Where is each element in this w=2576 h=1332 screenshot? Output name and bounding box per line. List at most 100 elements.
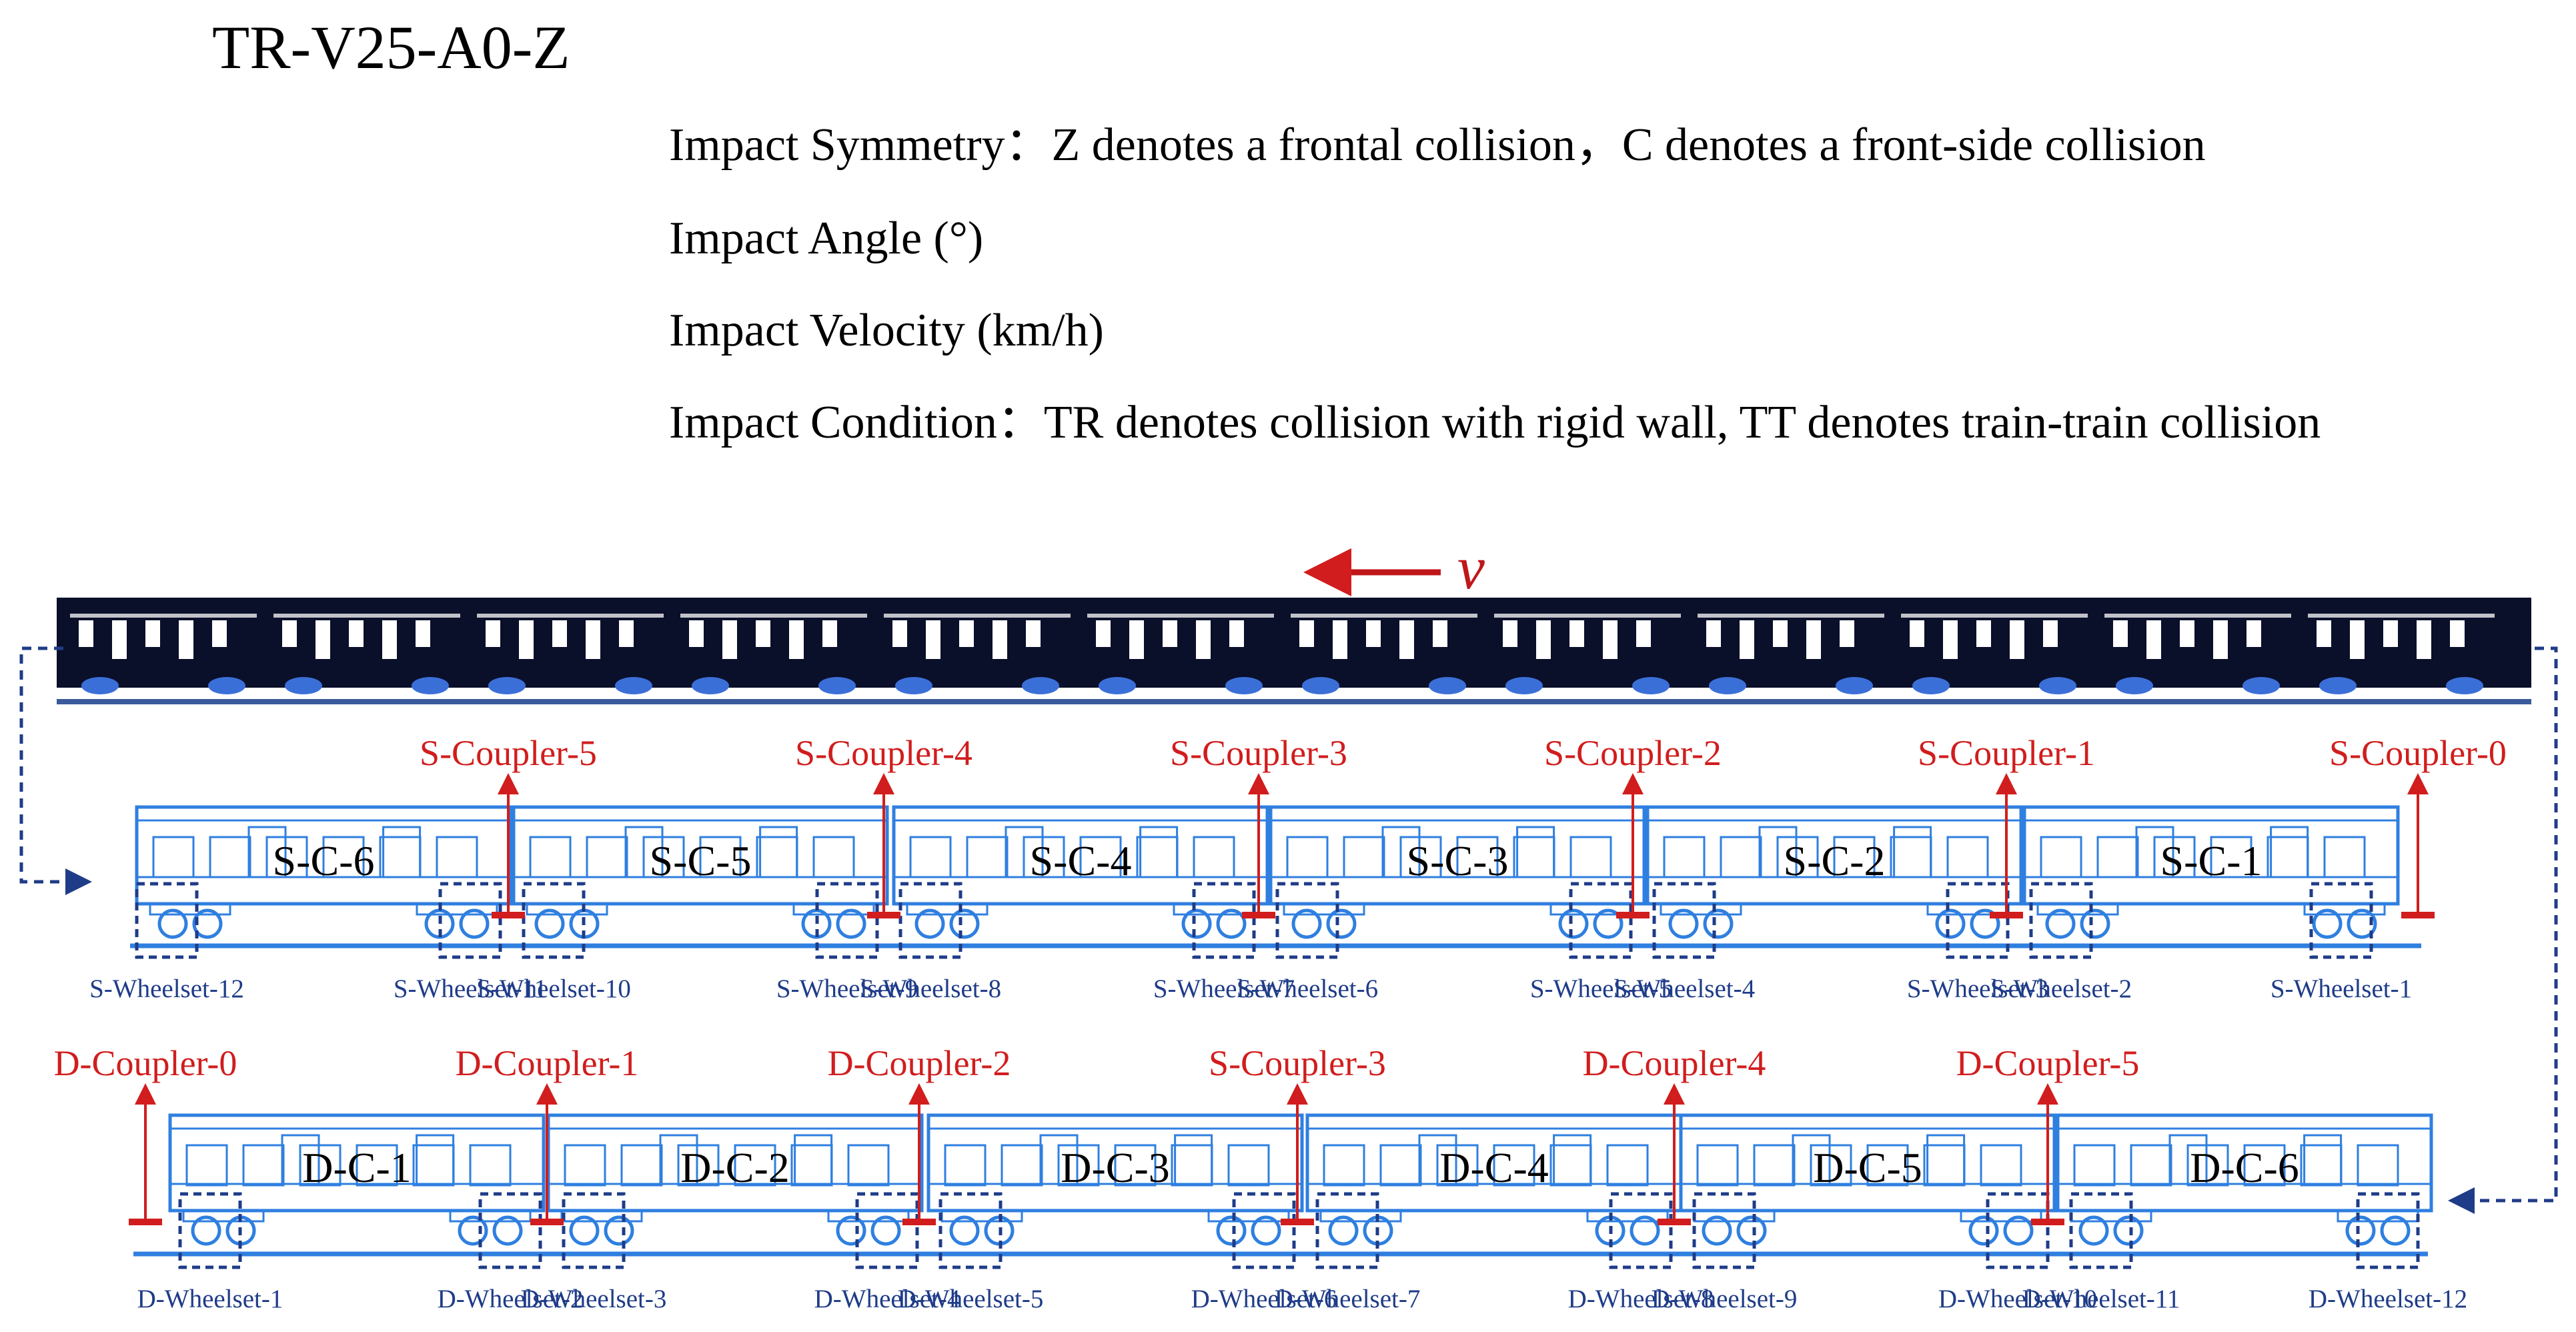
- wheel: [836, 1215, 866, 1246]
- car-window: [1136, 836, 1179, 878]
- overview-bogie: [692, 677, 729, 694]
- wheelset-label: D-Wheelset-6: [1191, 1285, 1337, 1313]
- car-window: [185, 1144, 228, 1187]
- car-door: [759, 826, 798, 878]
- wheelset-label: D-Wheelset-1: [137, 1285, 283, 1313]
- overview-window: [315, 620, 330, 659]
- wheelset-box: [2069, 1192, 2133, 1269]
- car-window: [1606, 1144, 1649, 1187]
- car-window: [586, 836, 628, 878]
- overview-bogie: [412, 677, 449, 694]
- car-door: [2270, 826, 2309, 878]
- wheelset-box: [1986, 1192, 2050, 1269]
- overview-window: [2146, 620, 2161, 659]
- wheelset-label: D-Wheelset-12: [2309, 1285, 2467, 1313]
- car-window: [1549, 1144, 1592, 1187]
- wheelset-label: D-Wheelset-11: [2022, 1285, 2180, 1313]
- wheelset-box: [438, 882, 502, 959]
- car-door: [1553, 1134, 1592, 1185]
- velocity-label: v: [1457, 534, 1485, 602]
- bogie-frame: [1207, 1209, 1290, 1223]
- car-door: [2135, 826, 2174, 878]
- legend-impact-angle: Impact Angle (°): [669, 213, 983, 264]
- wheelset-label: D-Wheelset-7: [1275, 1285, 1421, 1313]
- overview-bogie: [2039, 677, 2076, 694]
- overview-window: [892, 620, 907, 647]
- car-window: [1833, 836, 1876, 878]
- car-label: D-C-2: [680, 1144, 790, 1191]
- car-door: [247, 826, 287, 878]
- overview-window: [1536, 620, 1551, 659]
- wheelset-label: D-Wheelset-3: [521, 1285, 667, 1313]
- car-window: [265, 836, 308, 878]
- coupler-label: D-Coupler-0: [54, 1043, 237, 1083]
- car-door: [2303, 1134, 2343, 1185]
- legend-impact-velocity: Impact Velocity (km/h): [669, 305, 1104, 356]
- car-window: [2186, 1144, 2229, 1187]
- wheelset-box: [815, 882, 879, 959]
- overview-window: [619, 620, 634, 647]
- wheel: [2078, 1215, 2109, 1246]
- car-body: [2022, 805, 2400, 906]
- overview-bogie: [1225, 677, 1263, 694]
- wheelset-label: S-Wheelset-12: [89, 974, 244, 1003]
- car-label: D-C-4: [1439, 1144, 1549, 1191]
- link-arrow-right: [2448, 646, 2558, 1214]
- overview-train: [57, 598, 2531, 704]
- overview-window: [1976, 620, 1991, 647]
- wheelset-label: D-Wheelset-5: [898, 1285, 1044, 1313]
- overview-window: [1366, 620, 1381, 647]
- wheelset-label: S-Wheelset-3: [1907, 974, 2048, 1003]
- overview-window: [1840, 620, 1854, 647]
- overview-window: [1503, 620, 1517, 647]
- car-window: [2096, 836, 2139, 878]
- overview-window: [1333, 620, 1347, 659]
- wheelset-box: [898, 882, 962, 959]
- wheel: [2113, 1215, 2144, 1246]
- car-window: [1286, 836, 1329, 878]
- coupler-label: D-Coupler-2: [828, 1043, 1011, 1083]
- car-door: [794, 1134, 833, 1185]
- car-window: [412, 1144, 455, 1187]
- car-door: [1926, 1134, 1966, 1185]
- wheel: [1736, 1215, 1767, 1246]
- car-window: [1663, 836, 1706, 878]
- car-window: [2243, 1144, 2286, 1187]
- wheelset-box: [1192, 882, 1256, 959]
- car-body: [1679, 1113, 2056, 1213]
- wheel: [836, 908, 866, 939]
- car-door: [1039, 1134, 1079, 1185]
- overview-window: [2317, 620, 2331, 647]
- coupler-label: S-Coupler-1: [1918, 733, 2095, 773]
- wheelset-box: [135, 882, 199, 959]
- overview-window: [416, 620, 430, 647]
- case-code: TR-V25-A0-Z: [212, 13, 570, 81]
- overview-roof-line: [884, 614, 1071, 618]
- legend-impact-condition: Impact Condition：TR denotes collision wi…: [669, 397, 2321, 448]
- wheelset-label: S-Wheelset-4: [1614, 974, 1755, 1003]
- wheel: [1251, 1215, 1281, 1246]
- wheelset-box: [938, 1192, 1003, 1269]
- car-window: [1866, 1144, 1909, 1187]
- overview-bogie: [1099, 677, 1136, 694]
- overview-roof-line: [2308, 614, 2495, 618]
- car-window: [2210, 836, 2252, 878]
- wheel: [1935, 908, 1966, 939]
- wheelset-box: [478, 1192, 542, 1269]
- car-window: [944, 1144, 987, 1187]
- wheel: [2347, 908, 2377, 939]
- overview-window: [2417, 620, 2431, 659]
- overview-window: [1569, 620, 1584, 647]
- wheelset-box: [522, 882, 586, 959]
- car-door: [416, 1134, 455, 1185]
- overview-window: [1603, 620, 1618, 659]
- overview-window: [2213, 620, 2228, 659]
- overview-window: [1806, 620, 1821, 659]
- car-window: [620, 1144, 663, 1187]
- wheelset-box: [1609, 1192, 1673, 1269]
- overview-window: [689, 620, 704, 647]
- car-window: [2130, 1144, 2172, 1187]
- wheelset-label: S-Wheelset-2: [1990, 974, 2132, 1003]
- car-window: [2267, 836, 2309, 878]
